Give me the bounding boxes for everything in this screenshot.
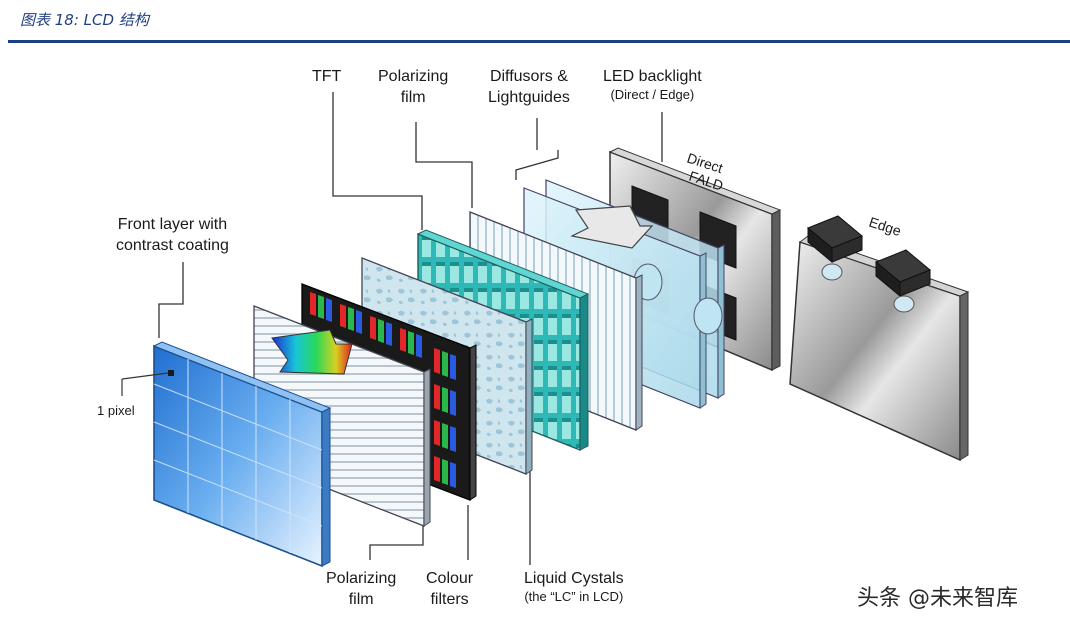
front-contrast-layer — [121, 341, 332, 568]
pixel-marker — [168, 370, 174, 376]
label-colour-line1: Colour — [426, 570, 474, 587]
figure-caption: 图表 18: LCD 结构 — [20, 11, 149, 29]
label-edge: Edge — [867, 214, 903, 239]
label-liquid-line2: (the “LC” in LCD) — [524, 589, 624, 604]
label-diffusors: Diffusors & Lightguides — [488, 66, 570, 108]
watermark: 头条 @未来智库 — [857, 586, 1018, 611]
title-rule — [8, 40, 1070, 43]
edge-led-right — [875, 249, 931, 313]
label-led-line1: LED backlight — [603, 68, 702, 85]
label-diffusors-line2: Lightguides — [488, 89, 570, 106]
label-polarizing-top: Polarizing film — [378, 66, 448, 108]
label-liquid-line1: Liquid Cystals — [524, 570, 624, 587]
label-tft: TFT — [312, 66, 341, 87]
label-colour-filters: Colour filters — [426, 568, 473, 610]
label-front-line1: Front layer with — [117, 216, 228, 233]
edge-backlight-panel — [789, 215, 970, 462]
label-pixel-text: 1 pixel — [97, 403, 135, 418]
label-tft-text: TFT — [312, 68, 342, 85]
label-front-line2: contrast coating — [116, 237, 229, 254]
label-polarizing-top-line1: Polarizing — [378, 68, 449, 85]
edge-led-left — [807, 215, 863, 281]
label-polarizing-bottom: Polarizing film — [326, 568, 396, 610]
label-colour-line2: filters — [430, 591, 469, 608]
label-pixel: 1 pixel — [97, 403, 135, 419]
leader-lines — [158, 92, 663, 565]
label-front-layer: Front layer with contrast coating — [116, 214, 229, 256]
label-polarizing-bottom-line1: Polarizing — [326, 570, 397, 587]
label-polarizing-bottom-line2: film — [348, 591, 374, 608]
label-liquid-crystals: Liquid Cystals (the “LC” in LCD) — [524, 568, 624, 605]
label-led-backlight: LED backlight (Direct / Edge) — [603, 66, 702, 103]
label-polarizing-top-line2: film — [400, 89, 426, 106]
label-diffusors-line1: Diffusors & — [489, 68, 568, 85]
label-led-line2: (Direct / Edge) — [610, 87, 695, 102]
